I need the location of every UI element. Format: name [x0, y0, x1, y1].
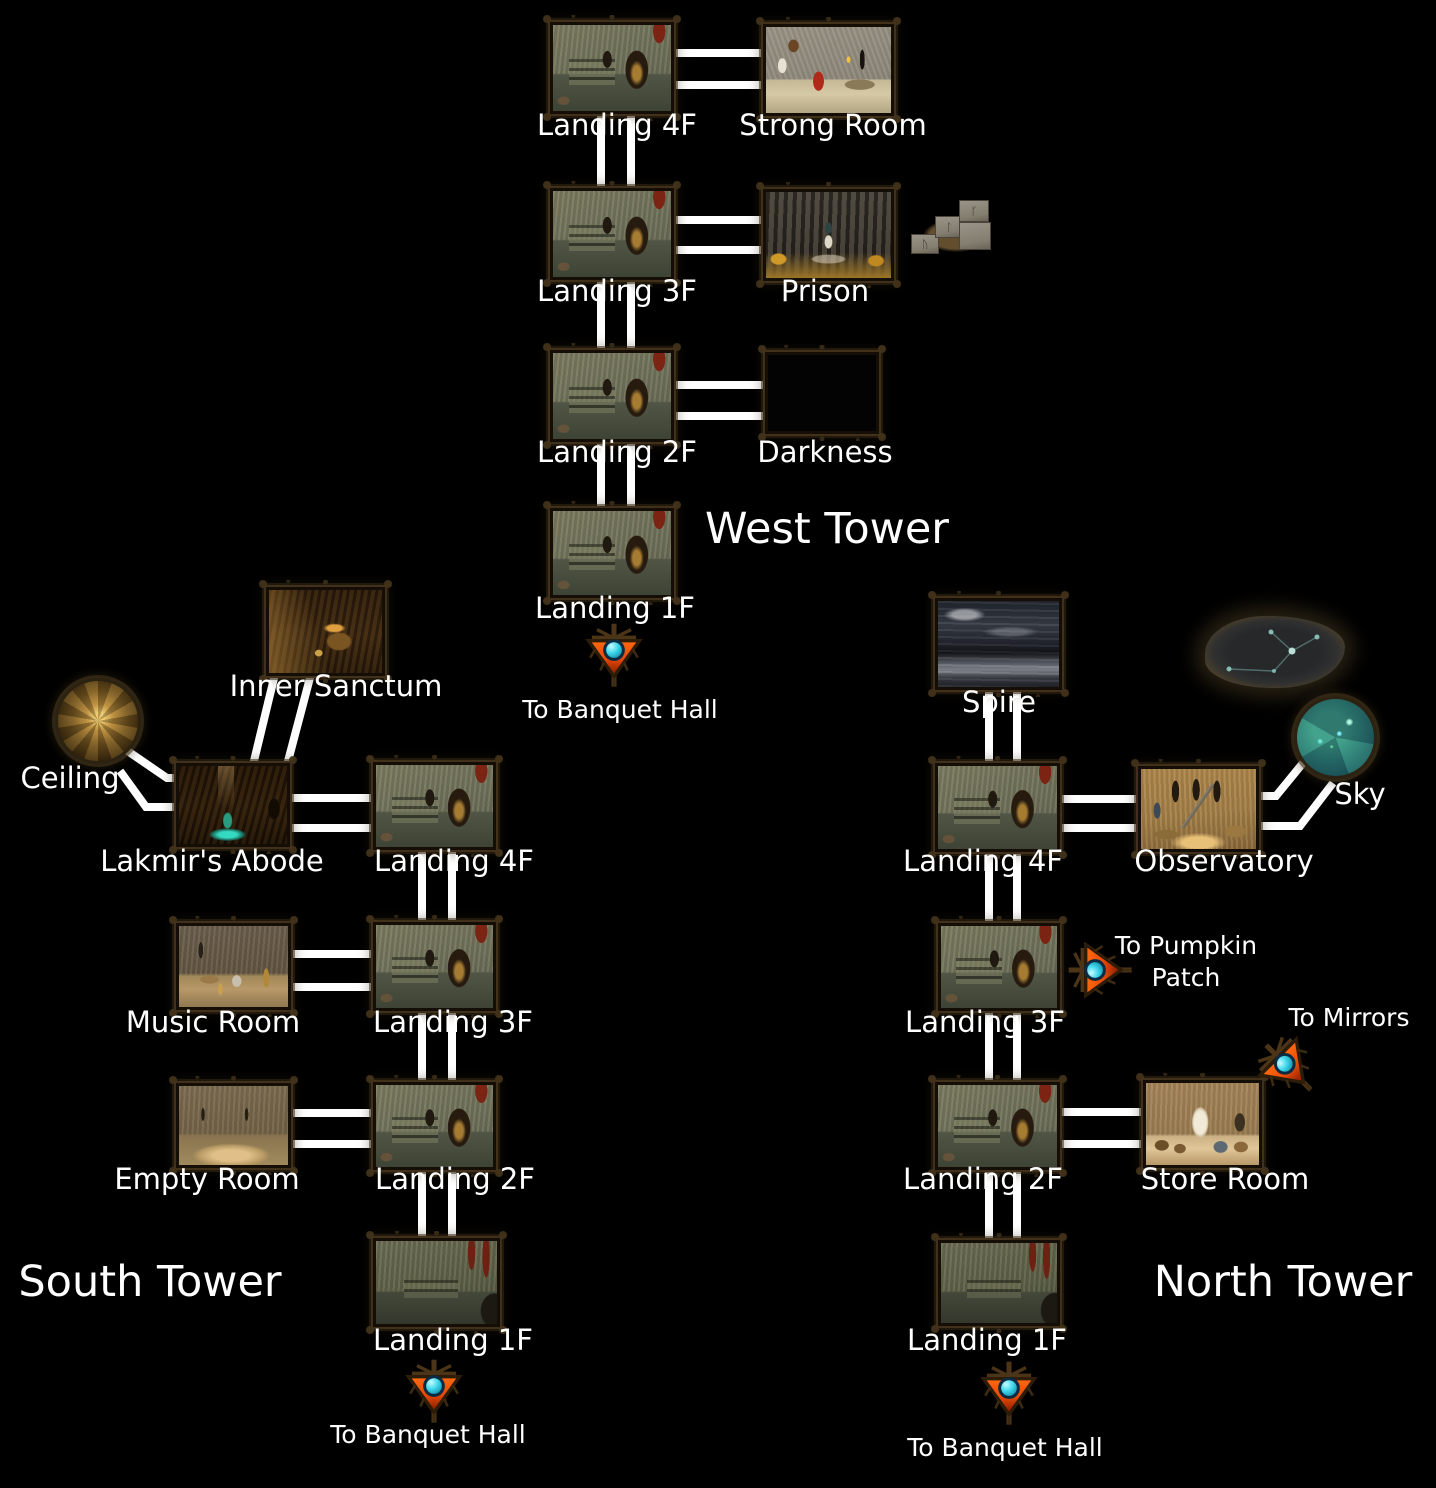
north-landing-2f-label: Landing 2F: [903, 1162, 1063, 1196]
prison-label: Prison: [780, 274, 870, 308]
north-landing-3f[interactable]: [931, 916, 1067, 1018]
north-exit-banquet-hall-label: To Banquet Hall: [907, 1433, 1103, 1462]
lakmirs-abode[interactable]: [169, 756, 297, 854]
constellation-icon: [1226, 629, 1320, 673]
south-landing-2f[interactable]: [366, 1075, 503, 1177]
south-landing-3f-label: Landing 3F: [373, 1005, 533, 1039]
south-landing-4f[interactable]: [366, 755, 503, 857]
north-landing-1f-label: Landing 1F: [907, 1323, 1067, 1357]
south-landing-2f-label: Landing 2F: [375, 1162, 535, 1196]
exit-mirrors-label: To Mirrors: [1288, 1003, 1410, 1032]
corridor-line: [1257, 780, 1337, 830]
north-landing-2f[interactable]: [928, 1075, 1067, 1177]
exit-pumpkin-patch[interactable]: [1067, 936, 1135, 1004]
inner-sanctum[interactable]: [259, 580, 392, 683]
west-landing-2f[interactable]: [543, 343, 681, 449]
exit-portal-icon: [1067, 936, 1135, 1004]
south-exit-banquet-hall[interactable]: [400, 1358, 468, 1426]
corridor-line: [107, 735, 178, 782]
lakmirs-abode-label: Lakmir's Abode: [100, 844, 324, 878]
corridor-line: [283, 672, 315, 767]
west-exit-banquet-hall[interactable]: [580, 622, 648, 690]
south-landing-1f[interactable]: [366, 1231, 507, 1334]
rune-blocks-decoration: ᚢ ᛚ ᚴ: [903, 196, 999, 260]
west-landing-4f-label: Landing 4F: [537, 108, 697, 142]
prison[interactable]: [756, 182, 901, 288]
rune-block-icon: [959, 222, 991, 250]
empty-room-label: Empty Room: [114, 1162, 300, 1196]
spire[interactable]: [928, 591, 1069, 697]
observatory[interactable]: [1131, 759, 1266, 859]
store-room-label: Store Room: [1140, 1162, 1310, 1196]
south-tower-label: South Tower: [18, 1257, 282, 1307]
ceiling[interactable]: [55, 678, 141, 764]
sky-label: Sky: [1334, 777, 1386, 811]
south-exit-banquet-hall-label: To Banquet Hall: [330, 1420, 526, 1449]
strong-room[interactable]: [756, 17, 901, 123]
north-landing-4f[interactable]: [928, 756, 1067, 859]
west-landing-1f-label: Landing 1F: [535, 591, 695, 625]
strong-room-label: Strong Room: [739, 108, 927, 142]
darkness-label: Darkness: [757, 435, 893, 469]
north-landing-3f-label: Landing 3F: [905, 1005, 1065, 1039]
west-landing-3f[interactable]: [543, 181, 681, 287]
south-landing-3f[interactable]: [366, 915, 503, 1018]
north-landing-4f-label: Landing 4F: [903, 844, 1063, 878]
west-exit-banquet-hall-label: To Banquet Hall: [522, 695, 718, 724]
south-landing-1f-label: Landing 1F: [373, 1323, 533, 1357]
rune-block-icon: ᚴ: [959, 200, 989, 222]
darkness[interactable]: [758, 345, 886, 441]
rune-block-icon: ᚢ: [911, 234, 939, 254]
music-room-label: Music Room: [125, 1005, 301, 1039]
west-landing-2f-label: Landing 2F: [537, 435, 697, 469]
corridor-line: [116, 768, 178, 811]
north-tower-label: North Tower: [1153, 1257, 1413, 1307]
exit-pumpkin-patch-label: To Pumpkin Patch: [1114, 931, 1258, 992]
west-landing-4f[interactable]: [543, 15, 681, 121]
store-room[interactable]: [1136, 1073, 1269, 1175]
north-landing-1f[interactable]: [931, 1233, 1067, 1333]
exit-portal-icon: [400, 1358, 468, 1426]
constellation-cloud[interactable]: [1205, 616, 1345, 688]
south-landing-4f-label: Landing 4F: [374, 844, 534, 878]
corridor-line: [249, 673, 279, 766]
corridor-line: [1257, 760, 1307, 800]
ceiling-label: Ceiling: [20, 761, 120, 795]
exit-portal-icon: [580, 622, 648, 690]
west-tower-label: West Tower: [705, 504, 949, 554]
music-room[interactable]: [169, 916, 298, 1017]
exit-portal-icon: [975, 1360, 1043, 1428]
spire-label: Spire: [961, 685, 1037, 719]
sky[interactable]: [1294, 696, 1377, 779]
west-landing-1f[interactable]: [543, 501, 681, 605]
north-exit-banquet-hall[interactable]: [975, 1360, 1043, 1428]
empty-room[interactable]: [169, 1076, 298, 1175]
west-landing-3f-label: Landing 3F: [537, 274, 697, 308]
inner-sanctum-label: Inner Sanctum: [229, 669, 443, 703]
observatory-label: Observatory: [1134, 844, 1314, 878]
